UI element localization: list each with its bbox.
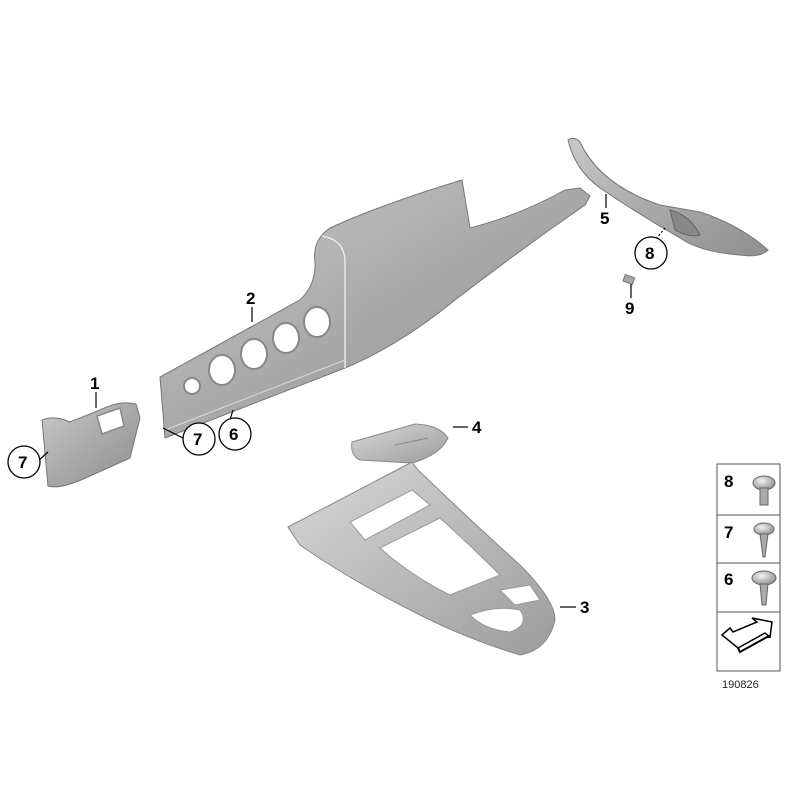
- screw-6-icon: [751, 570, 777, 606]
- callout-3[interactable]: 3: [580, 598, 589, 617]
- part-5-door-trim[interactable]: [567, 137, 769, 257]
- callout-circle-7b[interactable]: 7: [182, 422, 216, 456]
- svg-text:7: 7: [724, 523, 733, 542]
- callout-9[interactable]: 9: [625, 299, 634, 318]
- screw-7-icon: [753, 522, 775, 558]
- callout-circle-6[interactable]: 6: [218, 417, 252, 451]
- part-1-left-trim[interactable]: [41, 402, 141, 488]
- fastener-legend: 8 7 6: [716, 463, 781, 672]
- part-4-cover[interactable]: [351, 423, 449, 464]
- legend-row-8[interactable]: 8: [724, 472, 776, 506]
- orientation-arrow-icon: [720, 617, 773, 654]
- callout-circle-7a[interactable]: 7: [7, 445, 41, 479]
- screw-8-icon: [752, 475, 776, 506]
- callout-4[interactable]: 4: [472, 418, 482, 437]
- callout-2[interactable]: 2: [246, 289, 255, 308]
- part-3-console-frame[interactable]: [287, 461, 556, 656]
- svg-text:7: 7: [193, 430, 202, 449]
- svg-text:7: 7: [18, 453, 27, 472]
- legend-row-6[interactable]: 6: [724, 570, 777, 606]
- svg-text:8: 8: [645, 244, 654, 263]
- callout-1[interactable]: 1: [90, 374, 99, 393]
- callout-5[interactable]: 5: [600, 209, 609, 228]
- svg-text:6: 6: [724, 570, 733, 589]
- callout-circle-8[interactable]: 8: [634, 236, 668, 270]
- legend-row-7[interactable]: 7: [724, 522, 775, 558]
- part-2-dashboard-trim[interactable]: [159, 179, 591, 439]
- reference-number: 190826: [722, 679, 759, 691]
- svg-text:8: 8: [724, 472, 733, 491]
- svg-text:6: 6: [229, 425, 238, 444]
- part-9-clip[interactable]: [622, 273, 636, 286]
